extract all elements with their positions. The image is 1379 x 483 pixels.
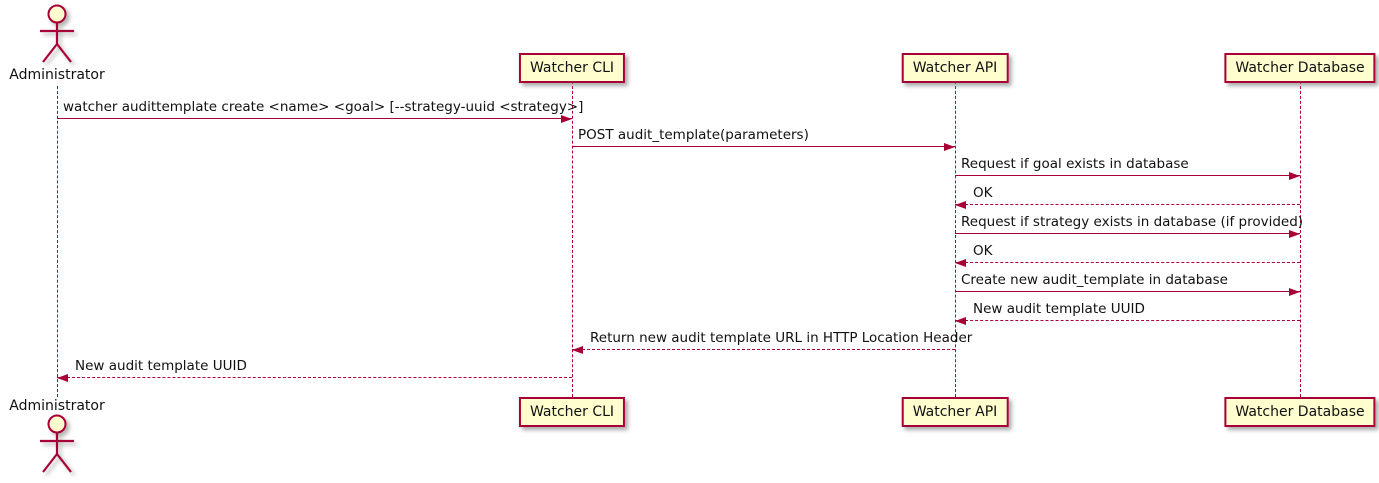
lifeline-administrator xyxy=(57,86,58,397)
participant-watcher-api-top: Watcher API xyxy=(901,53,1009,83)
message-arrowhead-10 xyxy=(57,373,68,382)
message-label-4: OK xyxy=(973,185,993,201)
message-line-6 xyxy=(955,262,1300,263)
message-label-2: POST audit_template(parameters) xyxy=(578,127,809,143)
actor-icon-administrator xyxy=(34,414,80,480)
message-arrowhead-4 xyxy=(955,200,966,209)
message-label-1: watcher audittemplate create <name> <goa… xyxy=(63,99,584,115)
participant-watcher-cli-top: Watcher CLI xyxy=(518,53,626,83)
message-arrowhead-3 xyxy=(1289,171,1300,180)
message-line-8 xyxy=(955,320,1300,321)
lifeline-watcher-database xyxy=(1300,81,1301,397)
participant-watcher-cli-bottom: Watcher CLI xyxy=(518,397,626,427)
lifeline-watcher-api xyxy=(955,81,956,397)
message-label-3: Request if goal exists in database xyxy=(961,156,1189,172)
message-arrowhead-2 xyxy=(944,142,955,151)
participant-watcher-database-top: Watcher Database xyxy=(1224,53,1376,83)
message-label-5: Request if strategy exists in database (… xyxy=(961,214,1304,230)
message-line-1 xyxy=(57,118,572,119)
message-arrowhead-5 xyxy=(1289,229,1300,238)
message-label-9: Return new audit template URL in HTTP Lo… xyxy=(590,330,973,346)
message-label-8: New audit template UUID xyxy=(973,301,1145,317)
message-line-9 xyxy=(572,349,955,350)
actor-icon-administrator xyxy=(34,4,80,70)
actor-label-administrator-top: Administrator xyxy=(9,67,105,83)
message-arrowhead-1 xyxy=(561,114,572,123)
message-line-5 xyxy=(955,233,1300,234)
participant-watcher-api-bottom: Watcher API xyxy=(901,397,1009,427)
message-label-6: OK xyxy=(973,243,993,259)
message-line-4 xyxy=(955,204,1300,205)
message-arrowhead-6 xyxy=(955,258,966,267)
actor-label-administrator-bottom: Administrator xyxy=(9,398,105,414)
lifeline-watcher-cli xyxy=(572,81,573,397)
message-arrowhead-7 xyxy=(1289,287,1300,296)
message-line-7 xyxy=(955,291,1300,292)
message-line-2 xyxy=(572,146,955,147)
participant-watcher-database-bottom: Watcher Database xyxy=(1224,397,1376,427)
message-line-10 xyxy=(57,377,572,378)
message-line-3 xyxy=(955,175,1300,176)
message-label-7: Create new audit_template in database xyxy=(961,272,1228,288)
message-arrowhead-8 xyxy=(955,316,966,325)
message-arrowhead-9 xyxy=(572,345,583,354)
message-label-10: New audit template UUID xyxy=(75,358,247,374)
